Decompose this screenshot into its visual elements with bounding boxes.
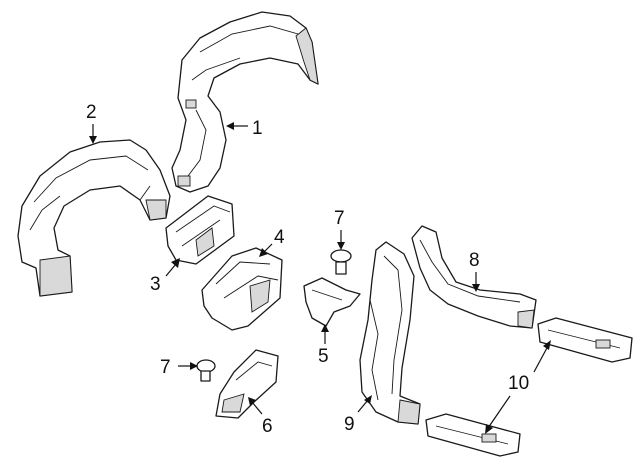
part-10-flat-duct-lower — [425, 413, 521, 457]
part-10-flat-duct-upper — [537, 317, 633, 363]
callout-8: 8 — [469, 250, 480, 271]
callout-2: 2 — [86, 102, 97, 123]
part-3-duct-block — [165, 195, 235, 265]
part-6-small-duct — [215, 349, 279, 419]
callout-1: 1 — [252, 118, 263, 139]
callout-7b: 7 — [160, 357, 171, 378]
callout-3: 3 — [150, 274, 161, 295]
part-7-fastener-lower — [196, 359, 216, 382]
callout-leaders — [89, 122, 551, 434]
part-1-upper-duct — [171, 11, 319, 193]
callout-10: 10 — [508, 373, 529, 394]
callout-5: 5 — [318, 346, 329, 367]
callout-9: 9 — [344, 414, 355, 435]
callout-4: 4 — [274, 227, 285, 248]
callout-6: 6 — [262, 416, 273, 437]
part-7-fastener-upper — [330, 249, 352, 275]
callout-labels: 1 2 3 4 5 6 7 7 8 9 10 — [86, 102, 529, 437]
callout-7a: 7 — [334, 208, 345, 229]
part-2-left-duct — [17, 139, 171, 297]
part-4-housing — [201, 247, 283, 331]
part-9-vertical-duct — [359, 241, 421, 425]
part-8-right-duct — [411, 225, 537, 329]
part-5-bracket — [303, 277, 361, 327]
